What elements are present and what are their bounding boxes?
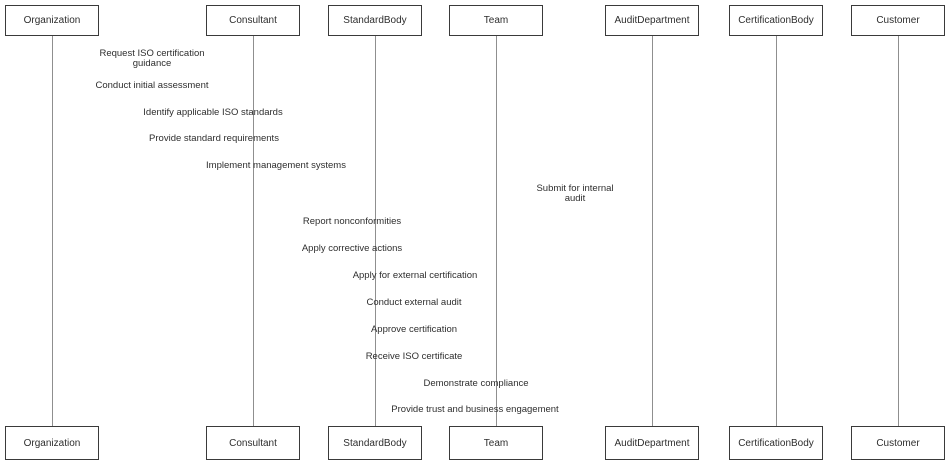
actor-box-team-top: Team (449, 5, 543, 36)
actor-box-organization-bottom: Organization (5, 426, 99, 460)
message-identify-applicable-iso-standards: Identify applicable ISO standards (143, 107, 283, 118)
message-provide-standard-requirements: Provide standard requirements (149, 133, 279, 144)
message-receive-iso-certificate: Receive ISO certificate (365, 351, 463, 362)
lifeline-team (495, 36, 497, 426)
actor-box-certificationbody-top: CertificationBody (729, 5, 823, 36)
message-apply-corrective-actions: Apply corrective actions (301, 243, 403, 254)
lifeline-consultant (252, 36, 254, 426)
actor-box-standardbody-top: StandardBody (328, 5, 422, 36)
actor-box-customer-bottom: Customer (851, 426, 945, 460)
lifeline-customer (897, 36, 899, 426)
message-approve-certification: Approve certification (370, 324, 458, 335)
actor-box-customer-top: Customer (851, 5, 945, 36)
lifeline-organization (51, 36, 53, 426)
message-conduct-external-audit: Conduct external audit (366, 297, 462, 308)
lifeline-standardbody (374, 36, 376, 426)
message-request-iso-certification-guidance: Request ISO certification guidance (99, 48, 205, 69)
actor-box-organization-top: Organization (5, 5, 99, 36)
message-conduct-initial-assessment: Conduct initial assessment (95, 80, 209, 91)
actor-box-consultant-top: Consultant (206, 5, 300, 36)
message-demonstrate-compliance: Demonstrate compliance (423, 378, 529, 389)
message-apply-for-external-certification: Apply for external certification (352, 270, 478, 281)
actor-box-standardbody-bottom: StandardBody (328, 426, 422, 460)
actor-box-auditdepartment-top: AuditDepartment (605, 5, 699, 36)
actor-box-certificationbody-bottom: CertificationBody (729, 426, 823, 460)
message-submit-for-internal-audit: Submit for internal audit (536, 183, 614, 204)
message-implement-management-systems: Implement management systems (206, 160, 346, 171)
actor-box-team-bottom: Team (449, 426, 543, 460)
message-provide-trust-and-business-engagement: Provide trust and business engagement (391, 404, 559, 415)
message-report-nonconformities: Report nonconformities (302, 216, 402, 227)
actor-box-consultant-bottom: Consultant (206, 426, 300, 460)
lifeline-certificationbody (775, 36, 777, 426)
actor-box-auditdepartment-bottom: AuditDepartment (605, 426, 699, 460)
lifeline-auditdepartment (651, 36, 653, 426)
